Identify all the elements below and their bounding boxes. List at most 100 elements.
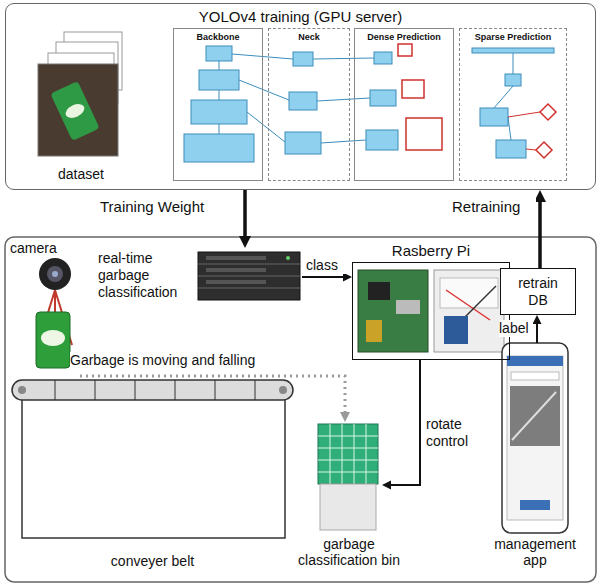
network-blocks-part <box>219 61 220 70</box>
database-box: retrain DB <box>500 268 576 315</box>
raspberry-pi-box: Rasberry Pi <box>352 262 510 360</box>
connector <box>538 201 542 268</box>
camera-icon-part <box>47 266 63 282</box>
phone-node: management app <box>502 343 568 533</box>
bin-illustration <box>318 424 378 530</box>
camera-icon-part <box>39 258 71 290</box>
phone-illustration-part <box>510 386 560 446</box>
dataset-images-part <box>63 101 86 120</box>
network-blocks-part <box>199 70 239 90</box>
server-icon-part <box>198 252 300 300</box>
network-blocks-part <box>321 140 366 143</box>
network-blocks-part <box>402 80 424 98</box>
network-blocks-part <box>191 100 247 124</box>
bin-illustration-part <box>342 424 343 484</box>
phone-illustration-part <box>511 372 559 380</box>
network-stage: Dense Prediction <box>354 28 454 181</box>
arrowhead <box>533 315 542 324</box>
network-blocks-part <box>398 44 412 56</box>
network-stage: Sparse Prediction <box>459 28 567 181</box>
training-panel: YOLOv4 training (GPU server) dataset Backb… <box>5 3 596 190</box>
camera-label: camera <box>10 240 74 257</box>
connector <box>302 276 344 278</box>
panel-title: YOLOv4 training (GPU server) <box>6 8 595 26</box>
bin-label: garbage classification bin <box>288 536 410 568</box>
conveyor-belt-part <box>95 380 96 400</box>
arrowhead <box>382 481 391 490</box>
edge-label: Garbage is moving and falling <box>70 352 300 369</box>
bin-illustration-part <box>318 436 378 437</box>
conveyor-belt-part <box>18 386 26 394</box>
network-blocks <box>184 44 556 162</box>
server-node: real-time garbage classification <box>96 248 302 305</box>
bin-illustration-part <box>320 484 376 530</box>
network-stage: Neck <box>268 28 350 181</box>
stage-label: Dense Prediction <box>355 32 453 43</box>
raspberry-pi-photo-part <box>444 316 468 344</box>
dataset-images-part <box>50 81 99 141</box>
server-label: real-time garbage classification <box>98 250 194 301</box>
dataset-label: dataset <box>35 166 127 183</box>
network-blocks-part <box>206 46 232 61</box>
bin-illustration-part <box>318 448 378 449</box>
server-icon-part <box>206 268 266 272</box>
network-blocks-part <box>366 130 398 150</box>
phone-illustration-part <box>520 500 550 510</box>
stage-label: Sparse Prediction <box>460 32 566 43</box>
network-blocks-part <box>406 118 442 150</box>
conveyor-belt-part <box>55 380 56 400</box>
network-stage: Backbone <box>173 28 263 181</box>
network-blocks-part <box>508 112 540 117</box>
network-blocks-part <box>285 132 321 154</box>
camera-node: camera <box>36 258 74 290</box>
network-blocks-part <box>239 80 289 100</box>
can-illustration-part <box>41 330 65 346</box>
can-illustration <box>36 312 70 368</box>
dataset-images <box>38 32 122 156</box>
connector <box>536 323 538 343</box>
conveyor-label: conveyer belt <box>12 553 293 570</box>
network-blocks-part <box>374 52 392 64</box>
phone-illustration-part <box>512 392 556 440</box>
raspberry-pi-photo-part <box>396 300 420 314</box>
server-icon-part <box>198 264 300 265</box>
network-blocks-part <box>494 86 513 108</box>
network-blocks-part <box>219 90 220 100</box>
arrowhead <box>239 236 251 248</box>
conveyor-belt-part <box>135 380 136 400</box>
edge-label: rotate control <box>426 416 486 450</box>
phone-illustration-part <box>502 343 568 533</box>
connector <box>390 360 420 485</box>
phone-illustration-part <box>507 356 563 366</box>
conveyor-belt-part <box>215 380 216 400</box>
bottom-panel <box>5 237 596 582</box>
conveyor-belt-part <box>175 380 176 400</box>
edge-label: Retraining <box>452 198 536 216</box>
network-blocks-part <box>472 48 554 53</box>
network-blocks-part <box>247 112 285 142</box>
conveyor-belt-part <box>12 380 293 400</box>
connector <box>80 376 345 413</box>
bottom-panel-part <box>5 237 596 582</box>
network-blocks-part <box>526 149 536 150</box>
network-blocks-part <box>317 98 370 101</box>
network-blocks-part <box>505 74 521 86</box>
database-label: retrain DB <box>507 275 569 309</box>
phone-illustration <box>502 343 568 533</box>
server-icon-part <box>198 288 300 289</box>
conveyor-node: conveyer belt <box>12 376 293 570</box>
conveyor-belt <box>12 380 293 538</box>
conveyor-belt-part <box>279 386 287 394</box>
server-icon-part <box>198 276 300 277</box>
edge-label: label <box>499 320 533 337</box>
bin-illustration-part <box>366 424 367 484</box>
bin-node: garbage classification bin <box>316 422 382 532</box>
network-blocks-part <box>219 124 220 134</box>
camera-icon-part <box>52 271 58 277</box>
network-blocks-part <box>370 90 396 106</box>
network-blocks-part <box>184 134 254 162</box>
raspberry-pi-photo-part <box>446 290 490 320</box>
bin-illustration-part <box>330 424 331 484</box>
bin-illustration-part <box>354 424 355 484</box>
app-label: management app <box>488 536 582 568</box>
